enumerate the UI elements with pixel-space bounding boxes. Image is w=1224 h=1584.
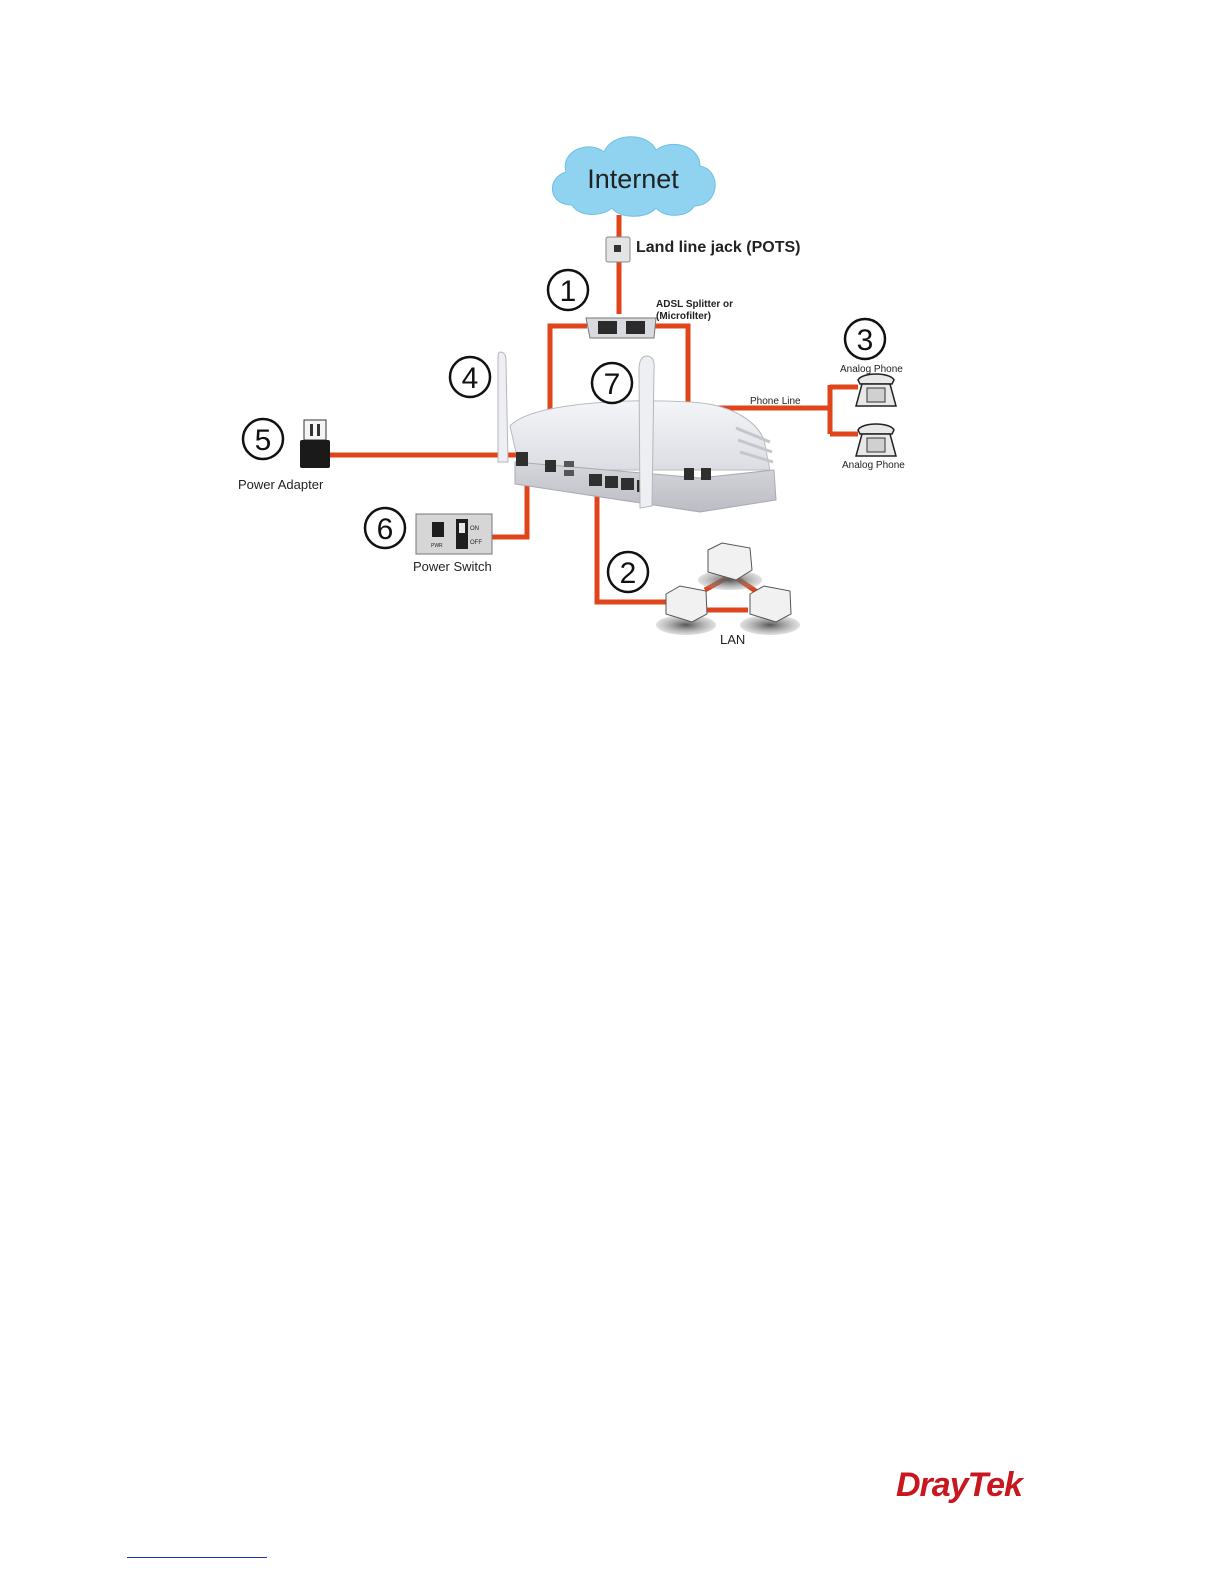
router-line-port: [701, 468, 711, 480]
splitter-port-right: [626, 321, 645, 334]
callout-number: 5: [255, 424, 272, 457]
antenna-icon: [498, 352, 508, 462]
antenna-left: [498, 352, 508, 462]
callout-number: 3: [857, 324, 874, 357]
computer-icon: [740, 586, 800, 635]
power-adapter-label: Power Adapter: [238, 477, 324, 492]
telephone-bottom-keypad: [867, 438, 885, 452]
callout-4: 4: [450, 357, 490, 397]
router-lan-port-2: [605, 476, 618, 488]
footer-rule: [127, 1557, 267, 1558]
power-adapter-icon: [300, 420, 330, 468]
callout-1: 1: [548, 270, 588, 310]
telephone-top-handset: [858, 374, 894, 384]
adapter-plug: [304, 420, 326, 440]
callout-2: 2: [608, 552, 648, 592]
computer-icon: [656, 586, 716, 635]
router-usb-port-b: [564, 470, 574, 476]
land-line-jack-label: Land line jack (POTS): [636, 239, 800, 256]
draytek-logo: DrayTek: [896, 1466, 1036, 1510]
telephone-bottom-handset: [858, 424, 894, 434]
callout-7: 7: [592, 363, 632, 403]
router-power-port: [516, 452, 528, 466]
telephone-top-keypad: [867, 388, 885, 402]
callout-number: 6: [377, 513, 394, 546]
phone-line-label: Phone Line: [750, 396, 801, 407]
power-switch-pwr-label: PWR: [431, 543, 443, 549]
antenna-right: [639, 356, 654, 508]
power-switch-icon: PWR ON OFF: [416, 514, 492, 554]
splitter-icon: [586, 318, 656, 338]
splitter-port-left: [598, 321, 617, 334]
telephone-icon: [856, 424, 896, 456]
callout-5: 5: [243, 419, 283, 459]
adapter-body: [300, 440, 330, 468]
power-switch-on-label: ON: [470, 526, 479, 532]
analog-phone-label-top: Analog Phone: [840, 364, 903, 375]
callout-number: 7: [604, 368, 621, 401]
analog-phone-label-bottom: Analog Phone: [842, 460, 905, 471]
callout-3: 3: [845, 319, 885, 359]
router-lan-port-1: [589, 474, 602, 486]
callout-number: 4: [462, 362, 479, 395]
computer-icon: [698, 543, 762, 590]
cable-phone-branch: [830, 385, 858, 434]
wall-jack-socket: [614, 245, 621, 252]
adapter-prong-b: [317, 424, 320, 436]
telephone-icon: [856, 374, 896, 406]
power-switch-jack: [432, 522, 444, 537]
router-phone-port: [684, 468, 694, 480]
splitter-body: [586, 318, 656, 338]
splitter-label-line1: ADSL Splitter or: [656, 299, 733, 310]
wall-jack-icon: [606, 237, 630, 262]
internet-label: Internet: [587, 164, 679, 194]
router-dsl-port: [545, 460, 556, 472]
splitter-label-line2: (Microfilter): [656, 311, 711, 322]
callout-6: 6: [365, 508, 405, 548]
power-switch-label: Power Switch: [413, 559, 492, 574]
cloud-icon: Internet: [552, 137, 715, 217]
power-switch-panel: [416, 514, 492, 554]
callout-number: 1: [560, 275, 577, 308]
lan-label: LAN: [720, 632, 745, 647]
power-switch-off-label: OFF: [470, 540, 482, 546]
router-lan-port-3: [621, 478, 634, 490]
antenna-icon: [639, 356, 654, 508]
router-usb-port-a: [564, 461, 574, 467]
callout-number: 2: [620, 557, 637, 590]
adapter-prong-a: [310, 424, 313, 436]
power-switch-rocker: [459, 523, 465, 533]
